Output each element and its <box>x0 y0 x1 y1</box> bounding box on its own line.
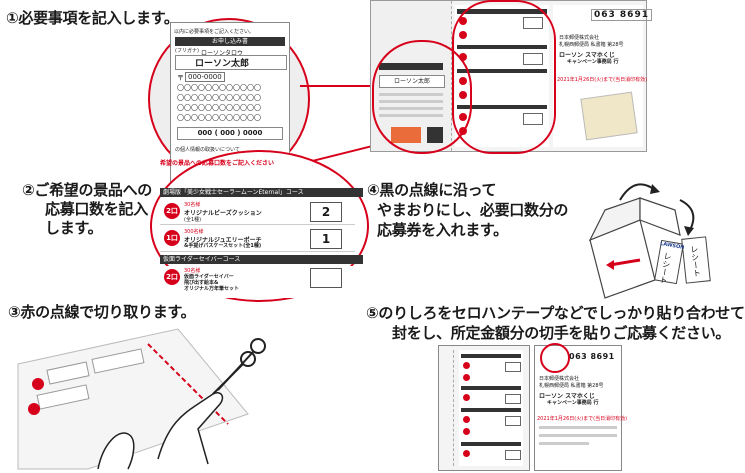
envelope-recipient-2: キャンペーン事務局 行 <box>547 400 599 406</box>
item2-name-2: &手提げパスケースセット(全1種) <box>184 243 262 249</box>
form-note: 以内に必要事項をご記入ください。 <box>174 29 255 35</box>
form-title: お申し込み書 <box>175 37 285 46</box>
address-line-4: 〇〇〇〇〇〇〇〇〇〇〇〇 <box>177 114 261 122</box>
step4-line3: 応募券を入れます。 <box>377 221 508 239</box>
address-line-1: 〇〇〇〇〇〇〇〇〇〇〇〇 <box>177 84 261 92</box>
item3-qty-field[interactable] <box>310 268 342 288</box>
privacy-title: の個人情報の取扱いについて <box>175 147 240 153</box>
step2-line1: ②ご希望の景品への <box>22 181 153 199</box>
prize-header: 希望の景品への応募口数をご記入ください <box>160 160 275 167</box>
item1-qty-field[interactable]: 2 <box>310 202 342 222</box>
step5-line1: ⑤のりしろをセロハンテープなどでしっかり貼り合わせて <box>366 304 745 322</box>
envelope-deadline: 2021年1月26日(火)まで(当日消印有効) <box>537 416 628 422</box>
address-line-3: 〇〇〇〇〇〇〇〇〇〇〇〇 <box>177 104 261 112</box>
item1-sub: (全1種) <box>184 217 202 223</box>
postal-value: 000-0000 <box>185 72 225 82</box>
prize-zoom-circle: 希望の景品への応募口数をご記入ください 劇場版「美少女戦士セーラームーンEter… <box>150 150 369 302</box>
sheet-recipient-2: キャンペーン事務局 行 <box>567 59 619 65</box>
points-badge: 2口 <box>164 269 180 285</box>
name-value: ローソン太郎 <box>195 59 250 69</box>
envelope-recipient: ローソン スマホくじ <box>539 393 595 400</box>
step5-line2: 封をし、所定金額分の切手を貼りご応募ください。 <box>392 324 731 342</box>
step1-instruction: ①必要事項を記入します。 <box>6 9 179 27</box>
postal-mark: 〒 <box>177 74 184 82</box>
sheet-highlight-ellipse <box>372 40 472 154</box>
item3-name: 仮面ライダーセイバー <box>184 274 234 280</box>
item1-count: 30名様 <box>184 202 201 208</box>
cutting-illustration <box>8 324 268 470</box>
item2-count: 300名様 <box>184 229 204 235</box>
envelope-postal-code: 063 8691 <box>569 352 615 361</box>
item3-name-3: オリジナル万年筆セット <box>184 286 240 292</box>
envelope-back-preview <box>438 345 530 471</box>
course2-title: 仮面ライダーセイバーコース <box>160 255 363 264</box>
item1-name: オリジナルビーズクッション <box>184 210 262 217</box>
kana-label: (フリガナ) <box>175 48 199 54</box>
points-badge: 2口 <box>164 203 180 219</box>
sheet-prize-highlight <box>452 0 556 154</box>
envelope-folding-illustration <box>580 170 721 300</box>
step4-line1: ④黒の点線に沿って <box>367 181 497 199</box>
sheet-deadline: 2021年1月26日(火)まで(当日消印有効) <box>557 77 648 83</box>
item3-name-2: 飛び出す絵本& <box>184 280 219 286</box>
phone-value: 000 ( 000 ) 0000 <box>177 127 283 140</box>
step4-line2: やまおりにし、必要口数分の <box>377 201 569 219</box>
points-badge: 1口 <box>164 230 180 246</box>
item3-count: 30名様 <box>184 268 201 274</box>
connector-line-1 <box>300 85 378 87</box>
sheet-address-1: 日本郵便株式会社 <box>559 35 600 41</box>
address-line-2: 〇〇〇〇〇〇〇〇〇〇〇〇 <box>177 94 261 102</box>
item2-qty-field[interactable]: 1 <box>310 229 342 249</box>
step3-instruction: ③赤の点線で切り取ります。 <box>8 303 196 321</box>
step2-line3: します。 <box>45 219 103 237</box>
sheet-postal-code: 063 8691 <box>591 9 652 21</box>
envelope-address-2: 札幌西郵便局 私書箱 第28号 <box>539 383 604 389</box>
step2-line2: 応募口数を記入 <box>45 200 148 218</box>
sheet-recipient: ローソン スマホくじ <box>559 52 615 59</box>
item2-name: オリジナルジュエリーポーチ <box>184 237 262 244</box>
kana-value: ローソンタロウ <box>201 50 244 57</box>
sheet-address-2: 札幌西郵便局 私書箱 第28号 <box>559 42 624 48</box>
envelope-address-1: 日本郵便株式会社 <box>539 376 580 382</box>
stamp-position-circle <box>540 343 570 373</box>
course1-title: 劇場版「美少女戦士セーラームーンEternal」コース <box>160 188 363 197</box>
